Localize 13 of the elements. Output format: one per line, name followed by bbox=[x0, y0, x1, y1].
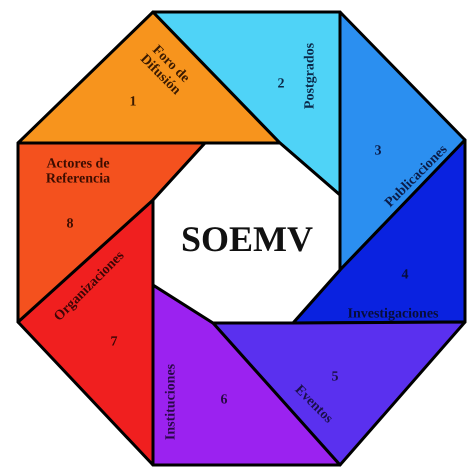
segment-number: 7 bbox=[110, 336, 118, 350]
segment-number: 3 bbox=[374, 144, 382, 160]
segment-number: 6 bbox=[220, 394, 228, 408]
segment-number: 1 bbox=[130, 96, 136, 110]
segment-title: Investigaciones bbox=[348, 308, 438, 322]
segment-number: 4 bbox=[402, 268, 408, 284]
center-title: SOEMV bbox=[181, 221, 313, 259]
segment-number: 5 bbox=[332, 370, 338, 385]
segment-number: 8 bbox=[66, 218, 74, 232]
segment-title: Actores de Referencia bbox=[44, 157, 112, 187]
segment-number: 2 bbox=[278, 78, 284, 92]
segment-title: Instituciones bbox=[164, 364, 180, 440]
segment-title: Postgrados bbox=[304, 42, 318, 110]
